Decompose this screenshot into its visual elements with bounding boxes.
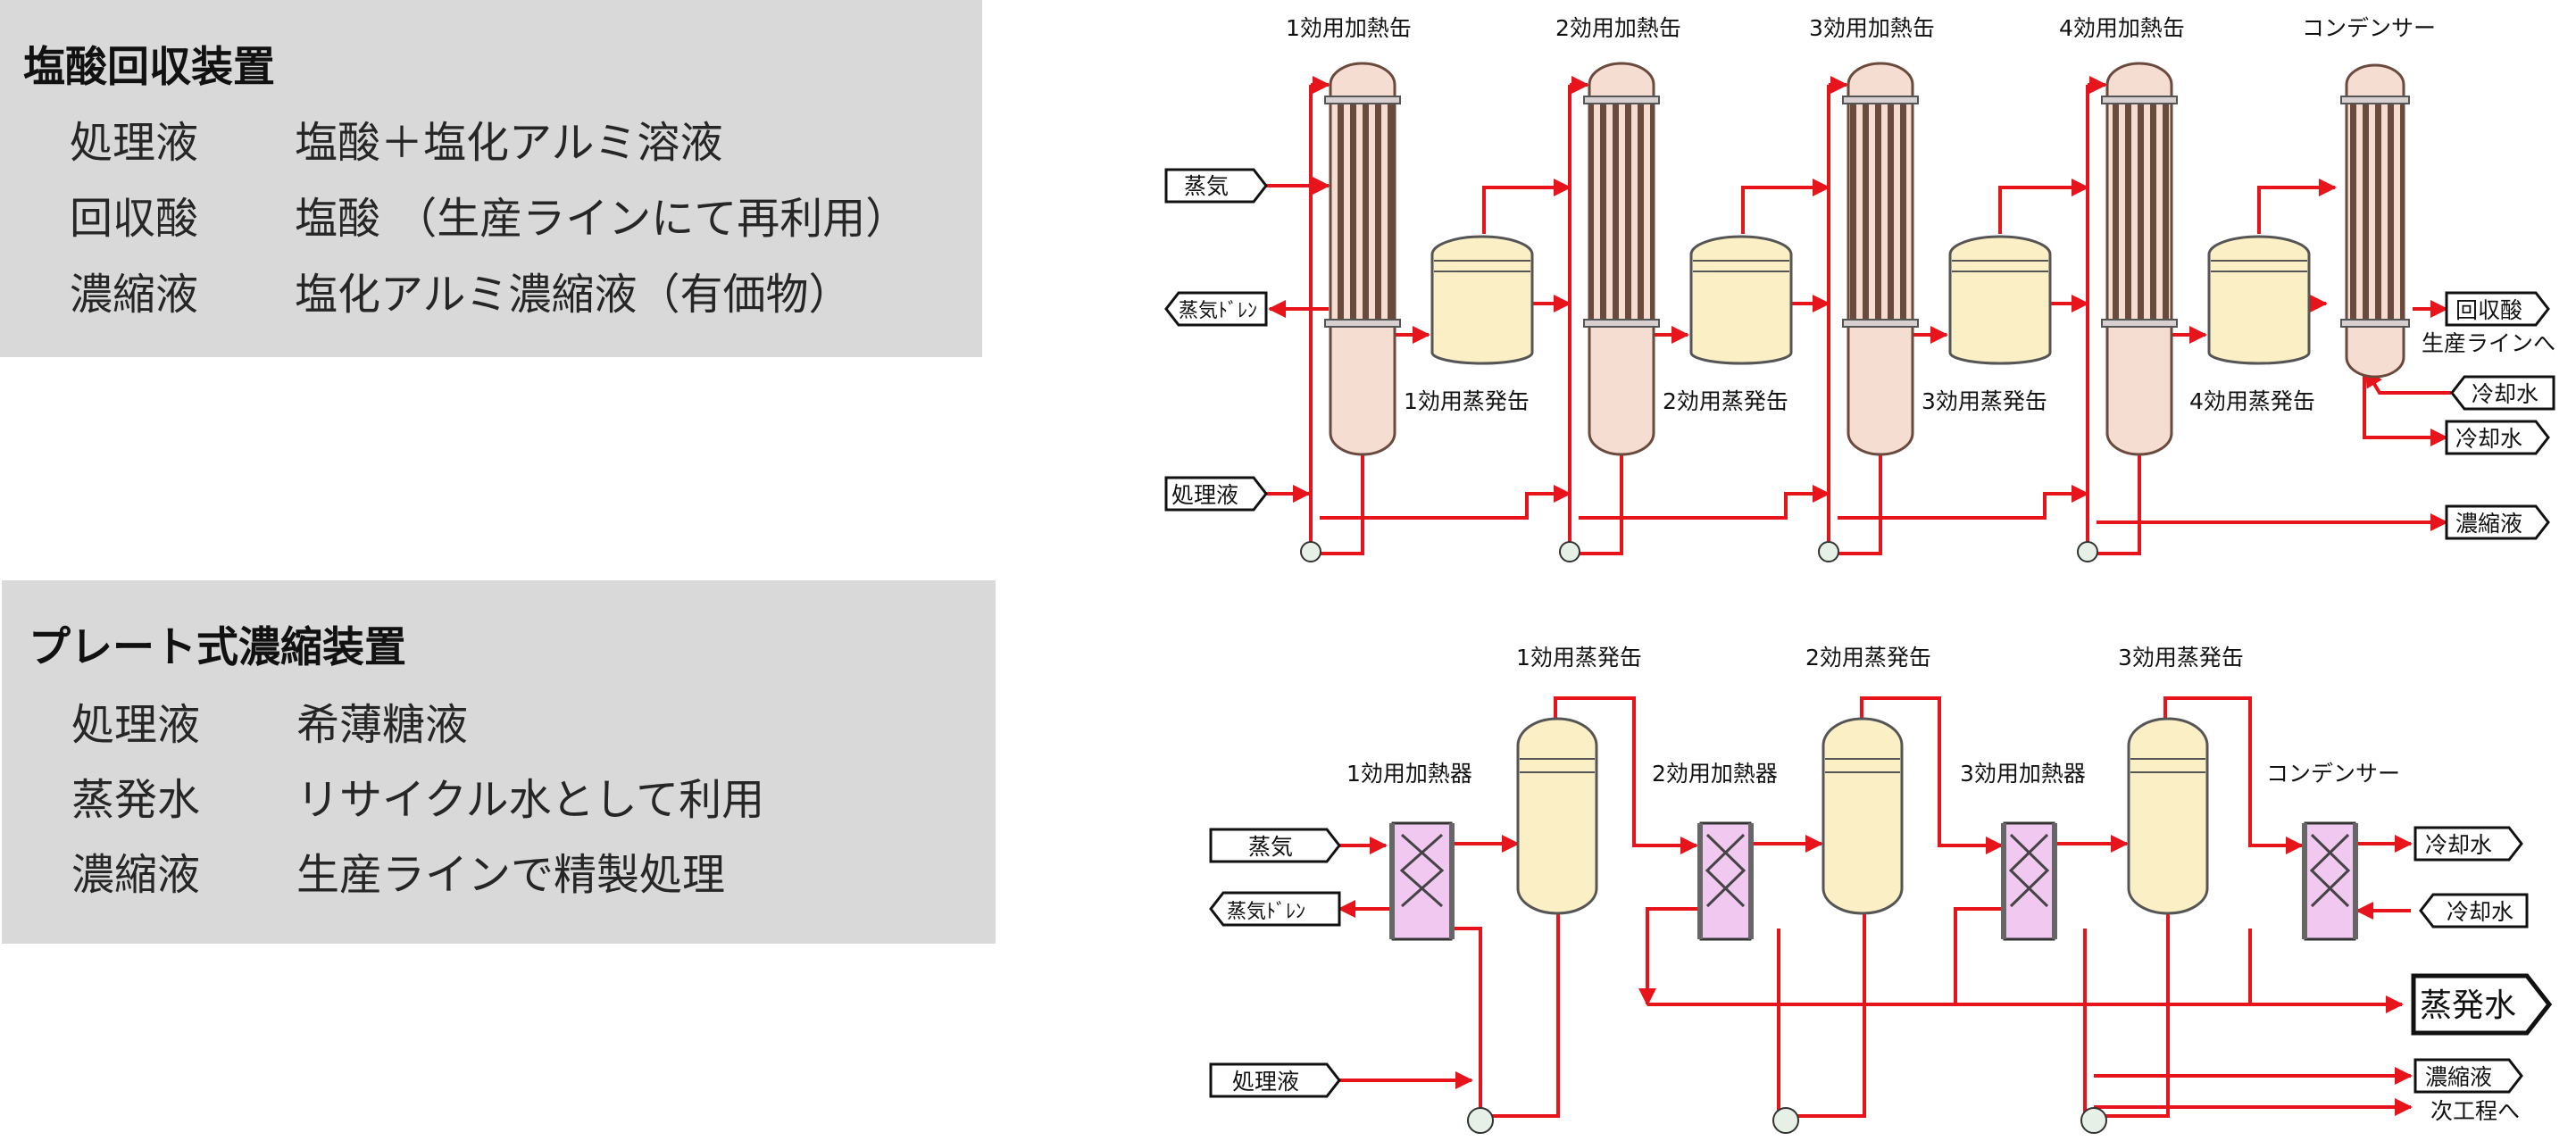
plate-concentrator-panel: プレート式濃縮装置 処理液 希薄糖液 蒸発水 リサイクル水として利用 濃縮液 生… [2,580,996,944]
evaporator-v2 [1822,717,1904,915]
evaporator-4 [2207,235,2311,365]
heater-label: 1効用加熱缶 [1286,15,1412,41]
hcl-recovery-diagram: 1効用加熱缶 2効用加熱缶 3効用加熱缶 4効用加熱缶 コンデンサー 1効用蒸発… [1164,15,2555,562]
spec-key: 濃縮液 [70,270,199,320]
drain-tag: 蒸気ﾄﾞﾚﾝ [1179,300,1257,322]
panel-title: プレート式濃縮装置 [29,623,406,672]
evaporator-v1 [1516,717,1598,915]
hcl-recovery-panel: 塩酸回収装置 処理液 塩酸＋塩化アルミ溶液 回収酸 塩酸 （生産ラインにて再利用… [0,0,982,357]
heater-label: 3効用加熱器 [1960,761,2086,787]
spec-value: 塩酸 （生産ラインにて再利用） [295,194,909,244]
evaporator-v3 [2127,717,2209,915]
spec-value: 希薄糖液 [296,700,469,750]
heater-3 [1842,62,1919,456]
evaporator-label: 1効用蒸発缶 [1516,645,1642,670]
plate-heater-2 [1697,821,1754,941]
heater-1 [1324,62,1401,456]
spec-key: 濃縮液 [71,850,201,900]
spec-value: リサイクル水として利用 [296,775,765,825]
steam-tag: 蒸気 [1184,173,1229,199]
heater-label: 3効用加熱缶 [1809,15,1935,41]
condenser-1 [2340,63,2410,379]
evaporator-3 [1948,235,2052,365]
spec-key: 処理液 [71,700,201,750]
condenser-2 [2302,821,2358,941]
cooling-water-in-tag: 冷却水 [2472,381,2538,407]
evaporator-label: 2効用蒸発缶 [1805,645,1931,670]
acid-tag: 回収酸 [2455,297,2522,323]
spec-key: 回収酸 [70,194,199,244]
spec-value: 生産ラインで精製処理 [296,850,726,900]
spec-value: 塩化アルミ濃縮液（有価物） [295,270,852,320]
plate-concentrator-diagram: 1効用蒸発缶 2効用蒸発缶 3効用蒸発缶 1効用加熱器 2効用加熱器 3効用加熱… [1209,645,2553,1134]
steam-tag: 蒸気 [1248,834,1293,860]
concentrate-tag: 濃縮液 [2455,511,2522,537]
evaporator-label: 3効用蒸発缶 [1922,388,2047,414]
heater-2 [1583,62,1660,456]
pump-icon [1300,541,2098,562]
cooling-water-out-tag: 冷却水 [2455,426,2522,452]
concentrate-tag: 濃縮液 [2425,1064,2492,1090]
spec-value: 塩酸＋塩化アルミ溶液 [295,118,723,168]
heater-label: 2効用加熱缶 [1555,15,1681,41]
plate-heater-1 [1389,821,1455,941]
heater-4 [2101,62,2178,456]
evaporator-label: 3効用蒸発缶 [2118,645,2244,670]
heater-label: 1効用加熱器 [1346,761,1472,787]
evaporated-water-tag: 蒸発水 [2420,987,2516,1024]
pump-icon [1467,1107,2107,1134]
heater-label: 4効用加熱缶 [2059,15,2185,41]
cooling-water-out-tag: 冷却水 [2425,832,2492,858]
panel-title: 塩酸回収装置 [23,43,275,92]
evaporator-1 [1430,235,1534,365]
concentrate-note: 次工程へ [2430,1098,2520,1124]
acid-note: 生産ラインへ [2422,330,2555,356]
drain-tag: 蒸気ﾄﾞﾚﾝ [1227,901,1305,923]
spec-key: 処理液 [70,118,199,168]
spec-key: 蒸発水 [71,775,201,825]
condenser-label: コンデンサー [2302,15,2436,41]
evaporator-label: 1効用蒸発缶 [1404,388,1530,414]
evaporator-2 [1689,235,1793,365]
evaporator-label: 2効用蒸発缶 [1663,388,1788,414]
plate-heater-3 [2001,821,2057,941]
heater-label: 2効用加熱器 [1652,761,1778,787]
feed-tag: 処理液 [1232,1069,1299,1095]
condenser-label: コンデンサー [2266,761,2400,787]
cooling-water-in-tag: 冷却水 [2447,899,2513,925]
evaporator-label: 4効用蒸発缶 [2189,388,2315,414]
feed-tag: 処理液 [1171,482,1238,508]
